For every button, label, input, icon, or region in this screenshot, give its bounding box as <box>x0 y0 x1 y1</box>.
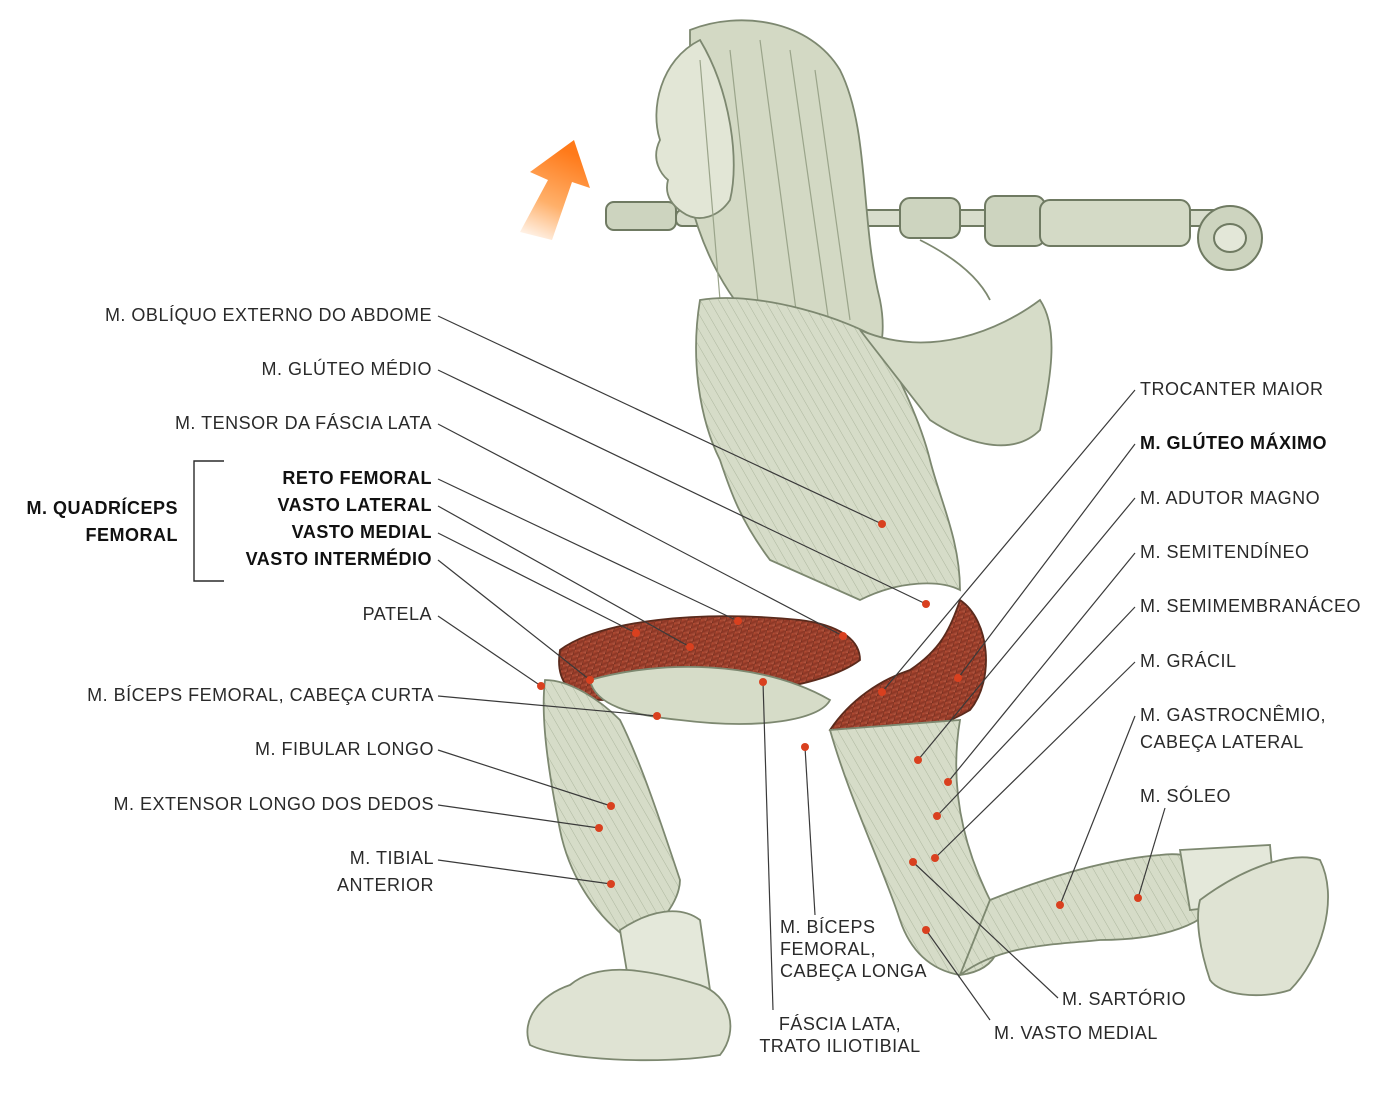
torso <box>695 239 1053 601</box>
leader-line-vasto-intermedio <box>437 559 591 681</box>
label-vasto-intermedio: VASTO INTERMÉDIO <box>245 549 432 569</box>
leader-line-obliquo <box>437 315 883 525</box>
quadriceps-bracket <box>193 460 224 582</box>
leader-line-gluteo-medio <box>437 369 927 605</box>
label-fascia-lata-2: TRATO ILIOTIBIAL <box>759 1036 921 1056</box>
leader-lines <box>437 315 1166 1021</box>
label-vasto-medial-bottom: M. VASTO MEDIAL <box>994 1023 1158 1043</box>
marker-vasto-medial-bottom <box>922 926 930 934</box>
label-adutor-magno: M. ADUTOR MAGNO <box>1140 488 1321 508</box>
back-shoe <box>1178 844 1329 997</box>
marker-reto-femoral <box>734 617 742 625</box>
muscle-markers <box>537 520 1142 934</box>
leader-line-biceps-curta <box>437 695 658 717</box>
label-reto-femoral: RETO FEMORAL <box>282 468 432 488</box>
marker-biceps-longa <box>801 743 809 751</box>
marker-obliquo <box>878 520 886 528</box>
leader-line-semimembranaceo <box>936 606 1136 817</box>
label-tibial-1: M. TIBIAL <box>349 848 434 868</box>
leader-line-semitendineo <box>947 552 1136 783</box>
label-gastrocnemio-2: CABEÇA LATERAL <box>1140 732 1304 752</box>
marker-soleo <box>1134 894 1142 902</box>
label-semimembranaceo: M. SEMIMEMBRANÁCEO <box>1140 596 1362 616</box>
label-quadriceps-2: FEMORAL <box>85 525 178 545</box>
leader-line-fascia <box>762 681 774 1011</box>
marker-semitendineo <box>944 778 952 786</box>
marker-patela <box>537 682 545 690</box>
marker-vasto-medial <box>632 629 640 637</box>
marker-tibial <box>607 880 615 888</box>
marker-tensor <box>839 632 847 640</box>
leader-line-tibial <box>437 859 612 885</box>
gluteus-maximus <box>828 598 987 737</box>
label-biceps-longa-2: FEMORAL, <box>780 939 877 959</box>
marker-adutor <box>914 756 922 764</box>
leader-line-fibular <box>437 749 612 807</box>
leader-line-gracil <box>934 661 1136 859</box>
label-trocanter-maior: TROCANTER MAIOR <box>1140 379 1324 399</box>
label-patela: PATELA <box>362 604 432 624</box>
marker-semimembranaceo <box>933 812 941 820</box>
label-obliquo-externo: M. OBLÍQUO EXTERNO DO ABDOME <box>104 305 432 325</box>
leader-line-reto-femoral <box>437 478 739 622</box>
leader-line-tensor <box>437 423 844 637</box>
front-shoe <box>526 910 732 1062</box>
leader-line-adutor <box>917 497 1136 761</box>
marker-fascia <box>759 678 767 686</box>
label-tibial-2: ANTERIOR <box>336 875 434 895</box>
leader-line-vasto-medial-bottom <box>925 929 991 1021</box>
label-biceps-longa-1: M. BÍCEPS <box>780 917 876 937</box>
leader-line-trocanter <box>881 389 1136 693</box>
leader-line-soleo <box>1137 807 1166 899</box>
label-tensor-fascia-lata: M. TENSOR DA FÁSCIA LATA <box>174 413 432 433</box>
label-fascia-lata-1: FÁSCIA LATA, <box>778 1014 902 1034</box>
label-gracil: M. GRÁCIL <box>1140 651 1237 671</box>
label-gastrocnemio-1: M. GASTROCNÊMIO, <box>1140 705 1327 725</box>
marker-sartorio <box>909 858 917 866</box>
label-fibular-longo: M. FIBULAR LONGO <box>254 739 434 759</box>
marker-gluteo-medio <box>922 600 930 608</box>
leader-line-extensor <box>437 804 600 829</box>
back-leg <box>828 719 1221 978</box>
label-biceps-cabeca-curta: M. BÍCEPS FEMORAL, CABEÇA CURTA <box>87 685 434 705</box>
label-gluteo-medio: M. GLÚTEO MÉDIO <box>261 359 432 379</box>
marker-gracil <box>931 854 939 862</box>
label-sartorio: M. SARTÓRIO <box>1062 989 1187 1009</box>
label-biceps-longa-3: CABEÇA LONGA <box>780 961 928 981</box>
leader-line-sartorio <box>912 861 1059 999</box>
leader-line-gluteo-maximo <box>957 443 1136 679</box>
label-semitendineo: M. SEMITENDÍNEO <box>1140 542 1310 562</box>
marker-vasto-lateral <box>686 643 694 651</box>
front-thigh <box>558 615 861 725</box>
leader-line-gastrocnemio <box>1059 715 1136 906</box>
label-vasto-lateral: VASTO LATERAL <box>277 495 432 515</box>
leader-line-biceps-longa <box>804 746 816 916</box>
marker-gluteo-maximo <box>954 674 962 682</box>
marker-trocanter <box>878 688 886 696</box>
leader-line-patela <box>437 615 542 687</box>
marker-biceps-curta <box>653 712 661 720</box>
label-vasto-medial: VASTO MEDIAL <box>291 522 432 542</box>
label-soleo: M. SÓLEO <box>1140 786 1232 806</box>
marker-gastrocnemio <box>1056 901 1064 909</box>
label-extensor-longo: M. EXTENSOR LONGO DOS DEDOS <box>113 794 434 814</box>
label-gluteo-maximo: M. GLÚTEO MÁXIMO <box>1140 433 1327 453</box>
leader-line-vasto-medial <box>437 532 637 634</box>
arrow-up-icon <box>520 140 590 240</box>
leader-line-vasto-lateral <box>437 505 691 648</box>
marker-extensor <box>595 824 603 832</box>
label-quadriceps-1: M. QUADRÍCEPS <box>26 498 178 518</box>
marker-vasto-intermedio <box>586 676 594 684</box>
marker-fibular <box>607 802 615 810</box>
